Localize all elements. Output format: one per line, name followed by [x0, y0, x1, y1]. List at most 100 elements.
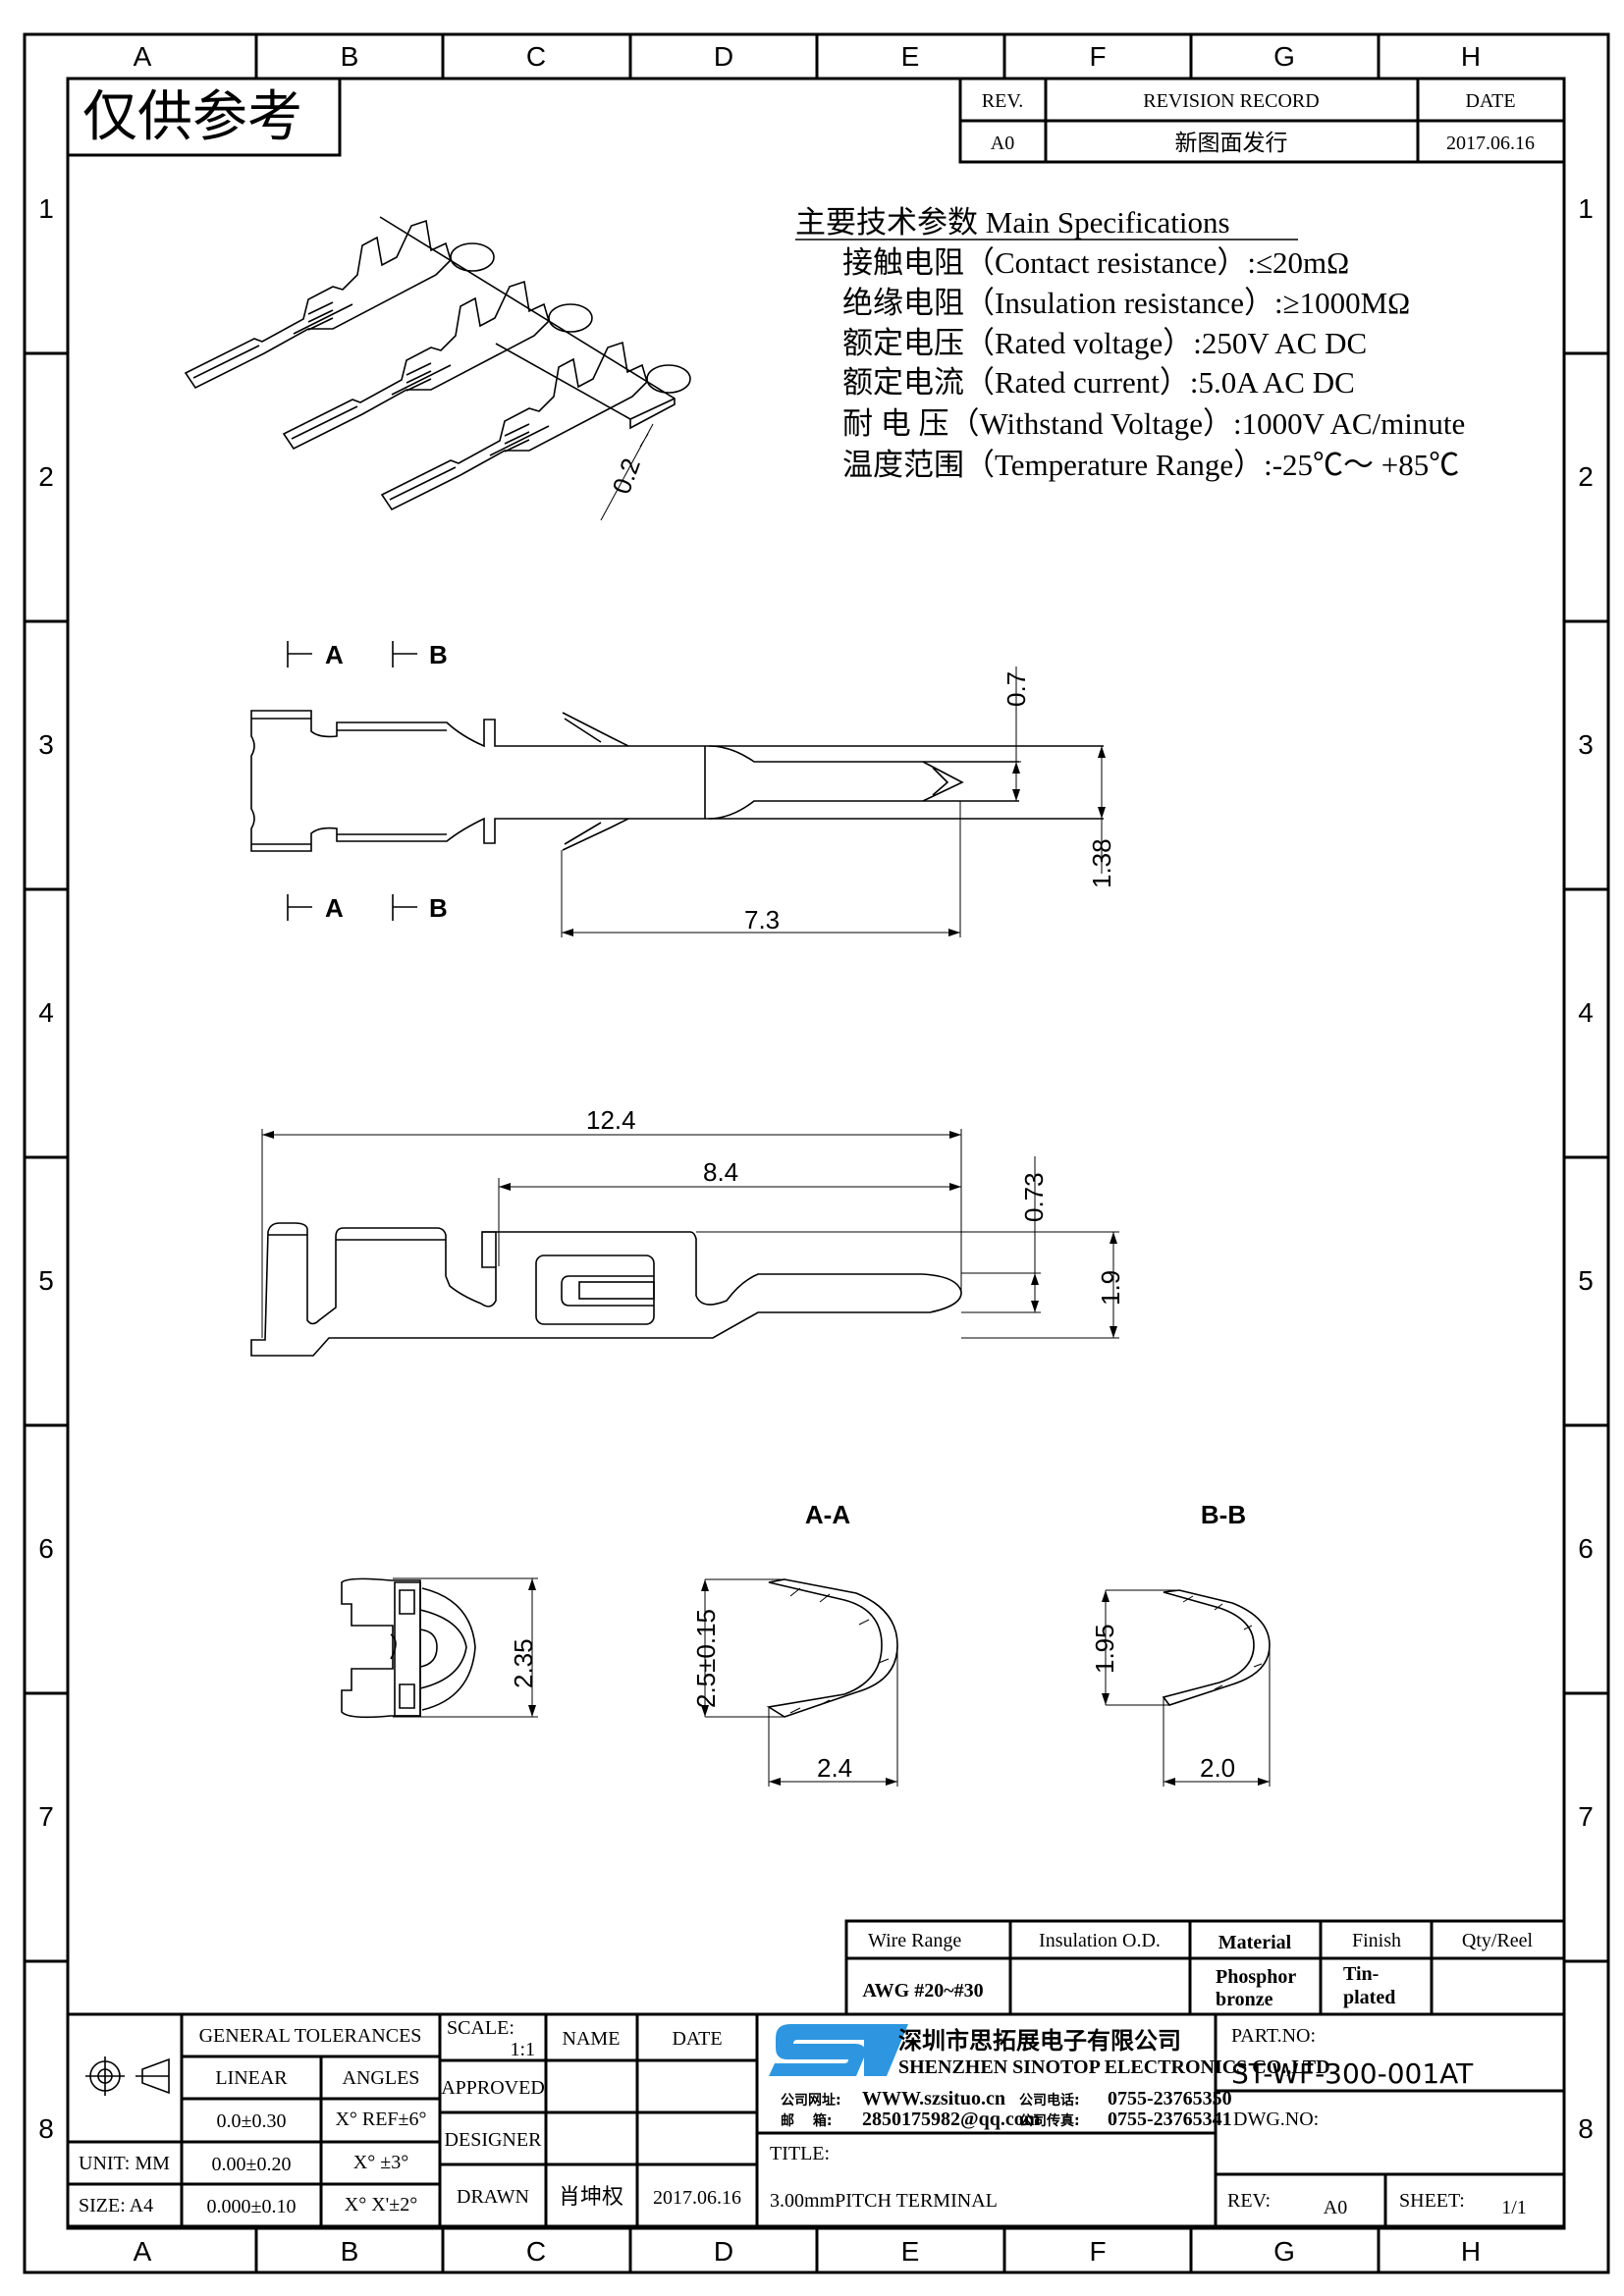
part-no-label: PART.NO: — [1231, 2025, 1316, 2047]
main-specifications: 主要技术参数 Main Specifications 接触电阻（Contact … — [795, 205, 1465, 482]
website: WWW.szsituo.cn — [862, 2088, 1005, 2109]
end-view: 2.35 — [341, 1577, 538, 1719]
spec-contact-resistance: 接触电阻（Contact resistance）:≤20mΩ — [842, 245, 1349, 280]
dimension-1-38: 1.38 — [1087, 838, 1116, 888]
reference-stamp: 仅供参考 — [82, 85, 302, 149]
spec-withstand-voltage: 耐 电 压（Withstand Voltage）:1000V AC/minute — [842, 406, 1465, 441]
fax-label: 公司传真: — [1019, 2112, 1080, 2129]
spec-insulation-resistance: 绝缘电阻（Insulation resistance）:≥1000MΩ — [842, 286, 1410, 320]
section-b-b: B-B 1.95 2.0 — [1090, 1500, 1271, 1787]
company-logo — [769, 2024, 908, 2076]
finish-value: plated — [1343, 1987, 1395, 2008]
email-label: 邮 箱: — [781, 2112, 832, 2129]
row-label: 4 — [38, 997, 54, 1028]
dimension-8-4: 8.4 — [703, 1157, 738, 1187]
dimension-7-3: 7.3 — [744, 905, 780, 934]
finish-value: Tin- — [1343, 1963, 1379, 1985]
revision-record-value: 新图面发行 — [1175, 131, 1288, 156]
header-insulation-od: Insulation O.D. — [1039, 1930, 1161, 1951]
col-label: D — [714, 41, 733, 72]
col-label: G — [1273, 2236, 1295, 2267]
rev-header: REV. — [982, 90, 1023, 112]
section-marker-b: B — [429, 640, 448, 669]
col-label: D — [714, 2236, 733, 2267]
drawn-name: 肖坤权 — [559, 2185, 623, 2210]
row-label: 7 — [1578, 1801, 1594, 1832]
projection-symbol-icon — [85, 2056, 170, 2096]
title-block: GENERAL TOLERANCES LINEAR ANGLES 0.0±0.3… — [66, 2012, 1566, 2228]
drawing-title: 3.00mmPITCH TERMINAL — [770, 2190, 998, 2212]
col-label: E — [901, 2236, 920, 2267]
row-labels-left: 1 2 3 4 5 6 7 8 — [38, 193, 54, 2144]
col-label: B — [341, 41, 359, 72]
angle-tolerance-2: X° ±3° — [353, 2152, 408, 2173]
header-finish: Finish — [1352, 1930, 1401, 1951]
column-labels-top: A B C D E F G H — [134, 41, 1481, 72]
revision-record-header: REVISION RECORD — [1143, 90, 1319, 112]
angle-tolerance-3: X° X'±2° — [345, 2194, 417, 2216]
header-wire-range: Wire Range — [868, 1930, 961, 1951]
section-b-b-label: B-B — [1201, 1500, 1246, 1529]
column-dividers — [25, 34, 1608, 2272]
phone-label: 公司电话: — [1019, 2092, 1080, 2109]
header-material: Material — [1218, 1932, 1292, 1953]
dimension-2-0: 2.0 — [1200, 1753, 1235, 1783]
revision-table: REV. REVISION RECORD DATE A0 新图面发行 2017.… — [958, 77, 1566, 164]
name-header: NAME — [563, 2028, 621, 2050]
company-name-en: SHENZHEN SINOTOP ELECTRONICS CO.,LTD — [898, 2056, 1330, 2078]
rev-value: A0 — [991, 133, 1014, 154]
material-value: Phosphor — [1216, 1966, 1296, 1988]
row-label: 1 — [38, 193, 54, 224]
dimension-12-4: 12.4 — [586, 1105, 636, 1135]
dimension-1-95: 1.95 — [1090, 1624, 1119, 1674]
thickness-dimension: 0.2 — [606, 454, 646, 498]
row-label: 6 — [1578, 1533, 1594, 1564]
dimension-2-5-tolerance: 2.5±0.15 — [691, 1609, 721, 1708]
dwg-no-label: DWG.NO: — [1233, 2109, 1319, 2130]
section-markers: A B A B — [287, 640, 448, 923]
col-label: C — [526, 41, 546, 72]
col-label: B — [341, 2236, 359, 2267]
revision-date-value: 2017.06.16 — [1446, 133, 1535, 154]
fax: 0755-23765341 — [1108, 2109, 1232, 2130]
rev-label: REV: — [1227, 2190, 1271, 2212]
angle-tolerance-1: X° REF±6° — [335, 2109, 426, 2130]
section-marker-b: B — [429, 893, 448, 923]
column-labels-bottom: A B C D E F G H — [134, 2236, 1481, 2267]
size-label: SIZE: A4 — [79, 2195, 153, 2216]
linear-tolerance-2: 0.00±0.20 — [212, 2154, 292, 2175]
email: 2850175982@qq.com — [862, 2109, 1041, 2130]
side-view: 12.4 8.4 0.73 1.9 — [250, 1105, 1125, 1357]
approved-label: APPROVED — [441, 2077, 545, 2099]
col-label: F — [1089, 41, 1106, 72]
date-header: DATE — [1465, 90, 1515, 112]
dimension-0-7: 0.7 — [1001, 671, 1031, 707]
title-label: TITLE: — [770, 2143, 830, 2164]
section-marker-a: A — [325, 893, 344, 923]
linear-tolerance-3: 0.000±0.10 — [207, 2196, 297, 2217]
row-label: 3 — [38, 729, 54, 760]
col-label: E — [901, 41, 920, 72]
row-label: 8 — [38, 2113, 54, 2144]
dimension-1-9: 1.9 — [1096, 1270, 1125, 1306]
col-label: A — [134, 41, 152, 72]
col-label: F — [1089, 2236, 1106, 2267]
company-name-cn: 深圳市思拓展电子有限公司 — [898, 2027, 1181, 2055]
specs-title: 主要技术参数 Main Specifications — [795, 205, 1230, 240]
drawn-label: DRAWN — [457, 2186, 529, 2208]
rev-value: A0 — [1324, 2197, 1347, 2218]
section-marker-a: A — [325, 640, 344, 669]
row-label: 4 — [1578, 997, 1594, 1028]
header-qty-reel: Qty/Reel — [1462, 1930, 1534, 1951]
section-a-a: A-A 2.5±0.15 2.4 — [691, 1500, 898, 1787]
col-label: H — [1461, 41, 1481, 72]
part-no: ST-WF-300-001AT — [1231, 2057, 1474, 2090]
row-label: 6 — [38, 1533, 54, 1564]
row-label: 8 — [1578, 2113, 1594, 2144]
product-table: Wire Range Insulation O.D. Material Fini… — [844, 1919, 1566, 2016]
isometric-view: 0.2 — [185, 216, 691, 521]
material-value: bronze — [1216, 1989, 1273, 2010]
sheet-label: SHEET: — [1399, 2190, 1465, 2212]
website-label: 公司网址: — [781, 2092, 841, 2109]
